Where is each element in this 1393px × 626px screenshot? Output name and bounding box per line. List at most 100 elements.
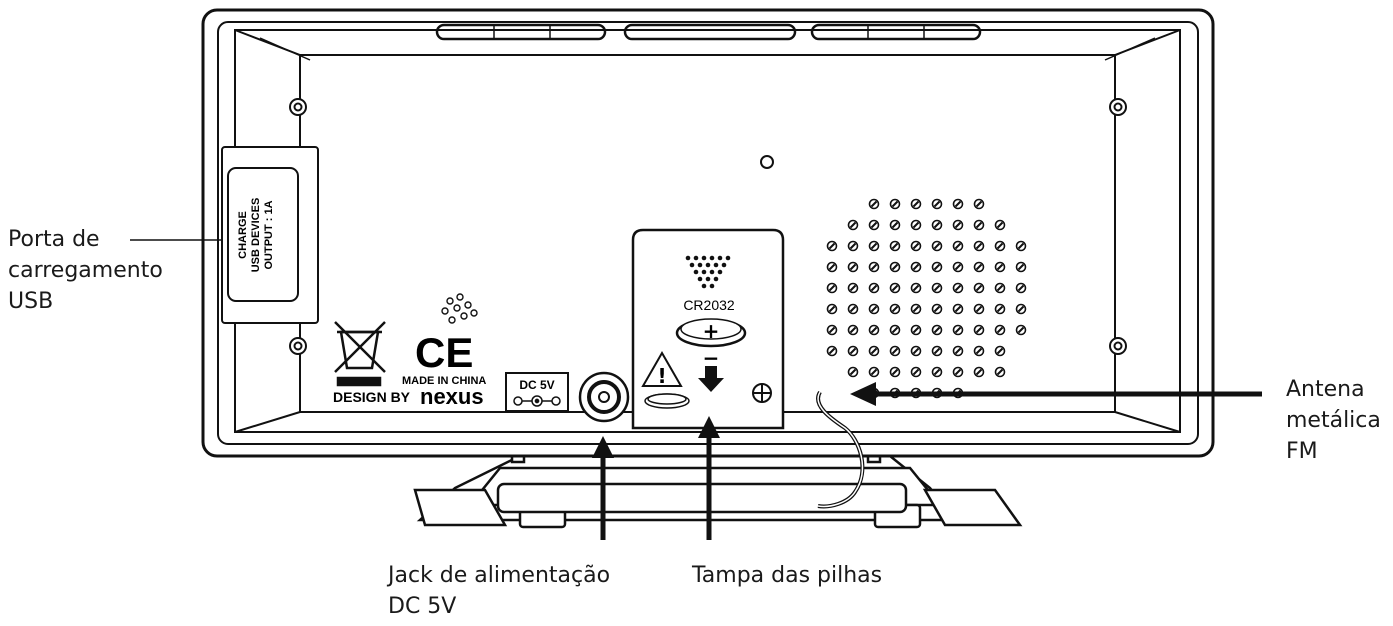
- made-in-china: MADE IN CHINA: [402, 375, 486, 387]
- speaker-hole-shade: [975, 347, 983, 355]
- speaker-hole-shade: [1017, 284, 1025, 292]
- speaker-hole-shade: [891, 326, 899, 334]
- speaker-hole-shade: [933, 200, 941, 208]
- coin-cell-icon: +: [675, 318, 747, 348]
- speaker-hole-shade: [849, 368, 857, 376]
- grip-dots: [685, 255, 731, 289]
- dc-label-box: DC 5V: [505, 372, 569, 412]
- speaker-hole-shade: [954, 347, 962, 355]
- speaker-hole-shade: [870, 305, 878, 313]
- warning-sign: !: [657, 364, 666, 388]
- speaker-grille: [826, 198, 1027, 399]
- speaker-hole-shade: [891, 263, 899, 271]
- speaker-hole-shade: [891, 221, 899, 229]
- speaker-hole-shade: [849, 284, 857, 292]
- speaker-hole-shade: [912, 263, 920, 271]
- speaker-hole-shade: [975, 368, 983, 376]
- speaker-hole-shade: [933, 284, 941, 292]
- speaker-hole-shade: [954, 242, 962, 250]
- speaker-hole-shade: [912, 326, 920, 334]
- speaker-hole-shade: [1017, 242, 1025, 250]
- speaker-hole-shade: [891, 200, 899, 208]
- speaker-hole-shade: [828, 347, 836, 355]
- speaker-hole-shade: [1017, 305, 1025, 313]
- polarity-icon: [513, 395, 561, 407]
- speaker-hole-shade: [870, 368, 878, 376]
- speaker-hole-shade: [975, 284, 983, 292]
- speaker-hole-shade: [954, 284, 962, 292]
- speaker-hole-shade: [912, 347, 920, 355]
- cover-screw-icon: [752, 383, 772, 403]
- speaker-hole-shade: [912, 200, 920, 208]
- down-arrow-icon: [698, 366, 724, 392]
- warning-icon: !: [641, 350, 683, 388]
- speaker-hole-shade: [912, 368, 920, 376]
- speaker-hole-shade: [870, 221, 878, 229]
- small-coin-icon: [644, 393, 690, 409]
- speaker-hole-shade: [849, 263, 857, 271]
- speaker-hole-shade: [933, 221, 941, 229]
- speaker-hole-shade: [933, 347, 941, 355]
- speaker-hole-shade: [891, 284, 899, 292]
- speaker-hole-shade: [954, 263, 962, 271]
- battery-type: CR2032: [683, 297, 735, 313]
- speaker-hole-shade: [975, 242, 983, 250]
- plus-sign: +: [703, 319, 720, 343]
- jack-arrow-head: [592, 436, 614, 458]
- speaker-hole-shade: [828, 284, 836, 292]
- design-by: DESIGN BY: [333, 389, 411, 405]
- speaker-hole-shade: [954, 221, 962, 229]
- speaker-hole-shade: [975, 326, 983, 334]
- speaker-hole-shade: [849, 326, 857, 334]
- speaker-hole-shade: [870, 284, 878, 292]
- speaker-hole-shade: [1017, 263, 1025, 271]
- speaker-hole-shade: [912, 221, 920, 229]
- speaker-hole-shade: [849, 242, 857, 250]
- speaker-hole-shade: [1017, 326, 1025, 334]
- speaker-hole-shade: [870, 326, 878, 334]
- speaker-hole-shade: [912, 305, 920, 313]
- speaker-hole-shade: [828, 263, 836, 271]
- speaker-hole-shade: [891, 242, 899, 250]
- speaker-hole-shade: [954, 305, 962, 313]
- speaker-hole-shade: [933, 326, 941, 334]
- cover-arrow-head: [698, 416, 720, 438]
- usb-label-line2: USB DEVICES: [250, 198, 262, 273]
- speaker-hole-shade: [849, 305, 857, 313]
- speaker-hole-shade: [954, 200, 962, 208]
- speaker-hole-shade: [933, 263, 941, 271]
- speaker-hole-shade: [996, 284, 1004, 292]
- usb-label-line1: CHARGE: [237, 211, 249, 259]
- speaker-hole-shade: [912, 284, 920, 292]
- speaker-hole-shade: [996, 305, 1004, 313]
- mic-holes: [441, 293, 478, 324]
- antenna-label: Antena metálica FM: [1286, 377, 1381, 464]
- speaker-hole-shade: [870, 200, 878, 208]
- usb-port: CHARGE USB DEVICES OUTPUT : 1A: [221, 146, 319, 324]
- speaker-hole-shade: [912, 242, 920, 250]
- battery-cover: CR2032 + − !: [631, 228, 785, 430]
- speaker-hole-shade: [996, 368, 1004, 376]
- speaker-hole-shade: [996, 347, 1004, 355]
- brand-logo: nexus: [420, 384, 484, 409]
- speaker-hole-shade: [996, 263, 1004, 271]
- usb-label-line3: OUTPUT : 1A: [263, 200, 275, 269]
- antenna-arrow-head: [850, 382, 876, 406]
- speaker-hole-shade: [975, 221, 983, 229]
- minus-sign: −: [703, 346, 720, 370]
- speaker-hole-shade: [891, 347, 899, 355]
- speaker-hole-shade: [996, 326, 1004, 334]
- speaker-hole-shade: [870, 347, 878, 355]
- speaker-hole-shade: [933, 242, 941, 250]
- speaker-hole-shade: [975, 263, 983, 271]
- speaker-hole-shade: [849, 347, 857, 355]
- speaker-hole-shade: [933, 368, 941, 376]
- speaker-hole-shade: [828, 305, 836, 313]
- speaker-hole-shade: [954, 326, 962, 334]
- speaker-hole-shade: [891, 368, 899, 376]
- speaker-hole-shade: [849, 221, 857, 229]
- speaker-hole-shade: [870, 263, 878, 271]
- speaker-hole-shade: [891, 305, 899, 313]
- dc-label: DC 5V: [519, 378, 554, 392]
- speaker-hole-shade: [975, 200, 983, 208]
